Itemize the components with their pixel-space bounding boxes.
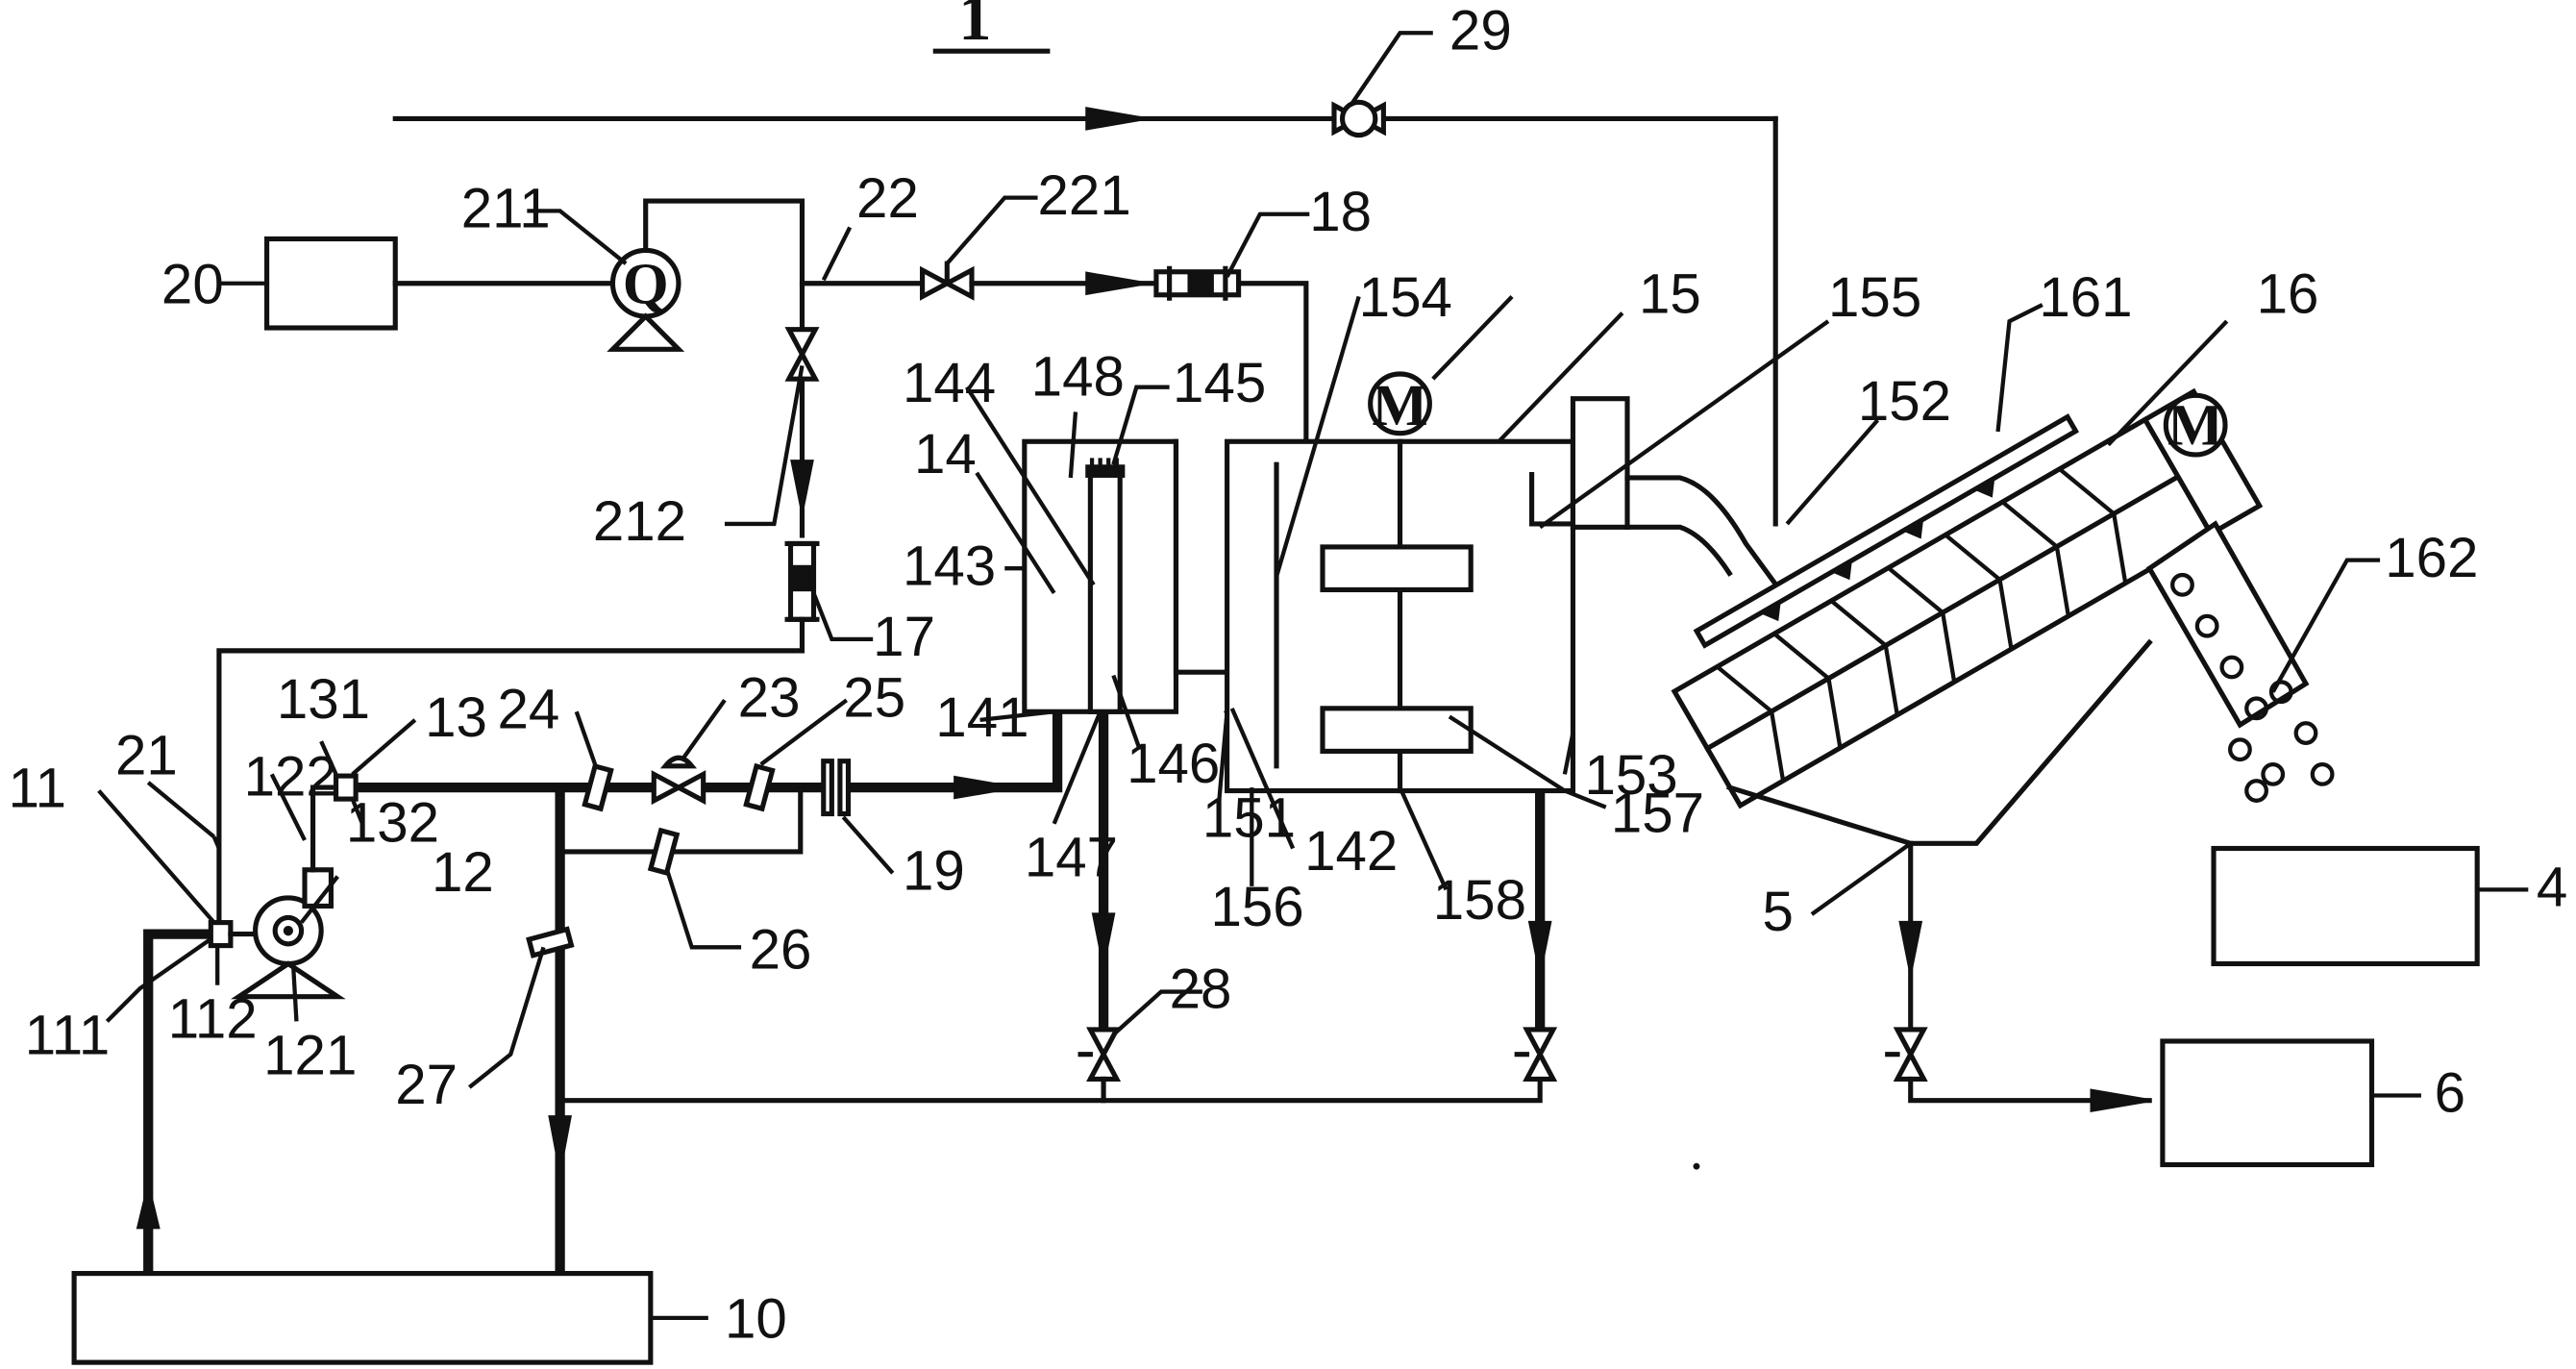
label-25: 25 — [843, 666, 905, 729]
check-valve-27 — [526, 926, 575, 958]
filter-11 — [208, 920, 234, 949]
label-211: 211 — [461, 177, 551, 239]
reference-labels: 4 5 6 10 11 111 112 12 121 122 13 131 13… — [9, 0, 2568, 1350]
label-141: 141 — [935, 686, 1028, 749]
label-162: 162 — [2385, 527, 2478, 589]
label-111: 111 — [25, 1005, 111, 1067]
label-23: 23 — [738, 666, 801, 729]
tank-10 — [71, 1271, 654, 1365]
valve-28[interactable] — [1077, 1027, 1122, 1082]
label-157: 157 — [1611, 782, 1704, 844]
flowmeter-18 — [1153, 265, 1242, 301]
label-19: 19 — [903, 839, 965, 902]
label-151: 151 — [1202, 787, 1296, 850]
valve-5-outlet[interactable] — [1885, 1027, 1928, 1082]
label-131: 131 — [277, 668, 370, 731]
motor-15: M — [1368, 371, 1432, 438]
label-148: 148 — [1031, 345, 1125, 408]
label-145: 145 — [1173, 352, 1266, 414]
label-28: 28 — [1170, 958, 1232, 1021]
label-155: 155 — [1828, 266, 1921, 329]
tank-20 — [264, 236, 398, 331]
label-29: 29 — [1449, 0, 1512, 62]
valve-212[interactable] — [784, 327, 820, 382]
motor-16: M — [2163, 393, 2228, 459]
label-15: 15 — [1639, 263, 1701, 326]
figure-number: 1 — [958, 0, 991, 54]
check-valve-24 — [582, 762, 614, 812]
flowmeter-17 — [784, 540, 820, 622]
label-26: 26 — [750, 919, 812, 982]
label-4: 4 — [2537, 856, 2567, 918]
label-16: 16 — [2257, 263, 2319, 326]
label-112: 112 — [168, 988, 258, 1051]
label-17: 17 — [873, 606, 935, 668]
label-154: 154 — [1359, 266, 1452, 329]
label-146: 146 — [1127, 733, 1220, 795]
label-142: 142 — [1304, 820, 1398, 883]
valve-29[interactable] — [1331, 99, 1386, 138]
tank-14 — [1022, 438, 1266, 715]
box-4 — [2211, 845, 2480, 967]
label-143: 143 — [903, 535, 996, 597]
valve-bottom-tank[interactable] — [1514, 1027, 1558, 1082]
discharge-chute-162 — [2145, 520, 2335, 803]
label-21: 21 — [115, 724, 178, 786]
label-5: 5 — [1763, 881, 1794, 943]
label-10: 10 — [725, 1287, 787, 1350]
label-11: 11 — [9, 758, 66, 820]
figure-title: 1 — [932, 0, 1051, 54]
label-20: 20 — [161, 253, 224, 315]
label-212: 212 — [593, 490, 686, 553]
flow-arrow-icon — [1085, 107, 1146, 131]
svg-text:M: M — [2167, 393, 2223, 459]
flange-19 — [821, 759, 852, 817]
label-27: 27 — [395, 1054, 458, 1116]
valve-221[interactable] — [920, 261, 975, 301]
top-return-line — [392, 99, 1778, 527]
label-161: 161 — [2039, 266, 2132, 329]
pump-12[interactable] — [230, 867, 346, 1000]
label-12: 12 — [432, 841, 494, 904]
label-152: 152 — [1858, 370, 1951, 433]
label-144: 144 — [903, 352, 996, 414]
box-6 — [2160, 1038, 2375, 1168]
leader-lines — [97, 31, 2529, 1321]
pump-icon: Q — [623, 251, 669, 316]
label-13: 13 — [425, 686, 487, 749]
label-158: 158 — [1433, 869, 1526, 932]
pump-211[interactable]: Q — [607, 247, 685, 352]
label-14: 14 — [914, 423, 977, 485]
label-18: 18 — [1309, 181, 1372, 243]
label-147: 147 — [1025, 827, 1118, 889]
screw-separator-16 — [1671, 387, 2264, 809]
hopper-5 — [1726, 638, 2153, 846]
label-22: 22 — [856, 167, 919, 230]
check-valve-25 — [743, 762, 776, 812]
label-156: 156 — [1210, 876, 1303, 938]
label-122: 122 — [244, 746, 337, 809]
label-24: 24 — [497, 678, 559, 740]
motor-icon: M — [1372, 373, 1427, 438]
label-221: 221 — [1038, 164, 1131, 227]
label-6: 6 — [2435, 1062, 2465, 1125]
label-132: 132 — [346, 792, 439, 855]
check-valve-26 — [647, 827, 681, 877]
label-153: 153 — [1584, 744, 1677, 807]
label-121: 121 — [263, 1024, 357, 1086]
tank-15 — [1225, 396, 1786, 794]
valve-23[interactable] — [651, 755, 706, 806]
